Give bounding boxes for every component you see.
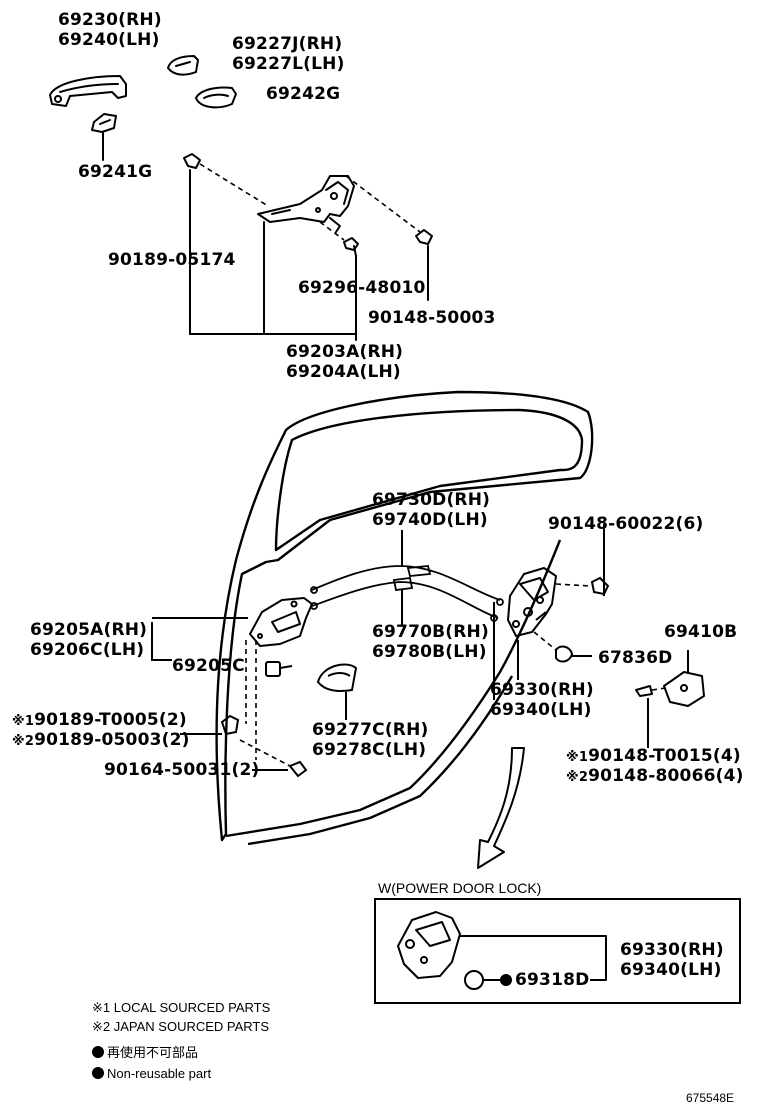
handle-rear-pad-illustration xyxy=(91,113,117,133)
label-90148-50003: 90148-50003 xyxy=(368,308,496,328)
legend-non-reusable-jp: 再使用不可部品 xyxy=(92,1045,198,1061)
legend-non-reusable-en: Non-reusable part xyxy=(92,1066,211,1082)
non-reusable-dot-icon xyxy=(500,974,512,986)
label-69410b: 69410B xyxy=(664,622,738,642)
mark-japan: ※2 xyxy=(12,734,35,749)
label-69296-48010: 69296-48010 xyxy=(298,278,426,298)
inset-pointer-arrow-icon xyxy=(477,747,525,869)
non-reusable-dot-icon xyxy=(92,1046,104,1058)
label-69278c: 69278C(LH) xyxy=(312,740,427,760)
door-outline-illustration xyxy=(215,390,594,846)
inset-title: W(POWER DOOR LOCK) xyxy=(378,880,542,896)
label-69730d: 69730D(RH) xyxy=(372,490,491,510)
tapping-screw-illustration xyxy=(288,760,308,778)
label-90148-60022: 90148-60022(6) xyxy=(548,514,704,534)
inset-label-69330: 69330(RH) xyxy=(620,940,724,960)
part-69318d: 69318D xyxy=(515,970,590,990)
part-90148-t0015: 90148-T0015(4) xyxy=(588,746,741,766)
power-lock-illustration xyxy=(397,911,607,990)
legend-japan-sourced: ※2 JAPAN SOURCED PARTS xyxy=(92,1019,270,1034)
legend-local-sourced: ※1 LOCAL SOURCED PARTS xyxy=(92,1000,271,1015)
label-69770b: 69770B(RH) xyxy=(372,622,489,642)
striker-illustration xyxy=(635,671,705,707)
label-69230: 69230(RH) xyxy=(58,10,162,30)
screw-illustration xyxy=(415,229,433,245)
door-lock-illustration xyxy=(507,567,557,637)
part-90148-80066: 90148-80066(4) xyxy=(588,766,744,786)
label-69205a: 69205A(RH) xyxy=(30,620,148,640)
label-69227l: 69227L(LH) xyxy=(232,54,345,74)
label-69740d: 69740D(LH) xyxy=(372,510,488,530)
label-69203a: 69203A(RH) xyxy=(286,342,404,362)
label-90148-t0015: ※190148-T0015(4) xyxy=(566,746,741,768)
handle-bezel-illustration xyxy=(316,663,358,692)
non-reusable-dot-icon xyxy=(92,1067,104,1079)
label-90189-05174: 90189-05174 xyxy=(108,250,236,270)
label-90148-80066: ※290148-80066(4) xyxy=(566,766,744,788)
label-69227j: 69227J(RH) xyxy=(232,34,343,54)
handle-frame-illustration xyxy=(257,175,355,233)
label-90164-50031: 90164-50031(2) xyxy=(104,760,260,780)
bolt-illustration xyxy=(343,237,359,257)
label-69340: 69340(LH) xyxy=(490,700,592,720)
lock-screw-illustration xyxy=(590,576,610,596)
label-69204a: 69204A(LH) xyxy=(286,362,401,382)
outside-handle-illustration xyxy=(49,75,127,107)
part-90189-t0005: 90189-T0005(2) xyxy=(34,710,187,730)
label-69330: 69330(RH) xyxy=(490,680,594,700)
label-69240: 69240(LH) xyxy=(58,30,160,50)
figure-id: 675548E xyxy=(686,1091,735,1105)
part-90189-05003: 90189-05003(2) xyxy=(34,730,190,750)
label-69206c: 69206C(LH) xyxy=(30,640,145,660)
inset-label-69340: 69340(LH) xyxy=(620,960,722,980)
legend-non-reusable-en-text: Non-reusable part xyxy=(107,1066,212,1081)
control-cables-illustration xyxy=(310,565,504,622)
mark-local: ※1 xyxy=(566,750,589,765)
inset-label-69318d: 69318D xyxy=(500,970,589,990)
handle-pad-illustration xyxy=(195,86,237,109)
door-clip-illustration xyxy=(220,714,240,736)
label-69242g: 69242G xyxy=(266,84,341,104)
lock-clip-illustration xyxy=(555,645,574,663)
mark-local: ※1 xyxy=(12,714,35,729)
label-67836d: 67836D xyxy=(598,648,673,668)
inset-box xyxy=(374,898,741,1004)
label-69780b: 69780B(LH) xyxy=(372,642,487,662)
label-69205c: 69205C xyxy=(172,656,245,676)
label-69277c: 69277C(RH) xyxy=(312,720,429,740)
legend-non-reusable-jp-text: 再使用不可部品 xyxy=(107,1045,199,1060)
inside-handle-screw-illustration xyxy=(265,661,293,677)
label-69241g: 69241G xyxy=(78,162,153,182)
handle-cap-illustration xyxy=(167,55,199,76)
mark-japan: ※2 xyxy=(566,770,589,785)
clip-illustration xyxy=(183,153,201,169)
label-90189-t0005: ※190189-T0005(2) xyxy=(12,710,187,732)
label-90189-05003: ※290189-05003(2) xyxy=(12,730,190,752)
inside-handle-illustration xyxy=(249,597,313,647)
